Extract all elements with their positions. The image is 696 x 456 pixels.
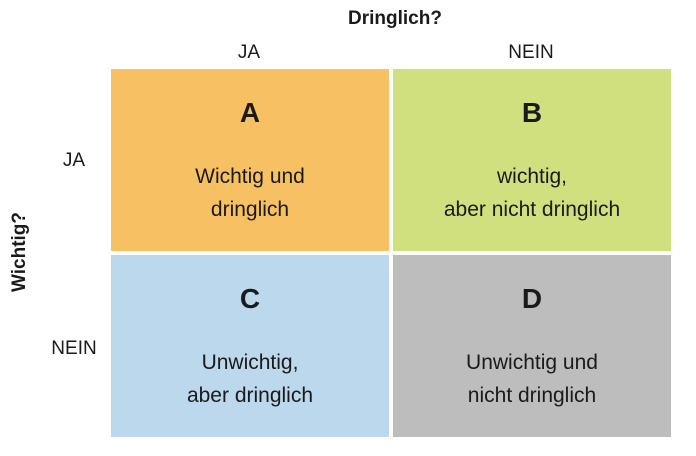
quadrant-text-line: nicht dringlich [467,384,597,407]
quadrant-d: D Unwichtig und nicht dringlich [393,255,671,437]
quadrant-text-line: dringlich [210,198,290,221]
quadrant-text-line: aber dringlich [186,384,314,407]
row-label-nein: NEIN [51,338,97,359]
quadrant-text-line: wichtig, [496,165,568,188]
quadrant-b: B wichtig, aber nicht dringlich [393,69,671,251]
quadrant-text-line: Unwichtig, [201,351,299,374]
quadrant-description: Unwichtig, aber dringlich [111,346,389,412]
quadrant-letter: D [521,283,543,314]
row-label-ja: JA [62,150,86,171]
quadrant-description: Wichtig und dringlich [111,160,389,226]
quadrant-letter: C [239,283,261,314]
quadrant-text-line: Unwichtig und [466,351,598,374]
quadrant-description: Unwichtig und nicht dringlich [393,346,671,412]
quadrant-text-line: Wichtig und [195,165,305,188]
quadrant-a: A Wichtig und dringlich [111,69,389,251]
quadrant-letter: A [239,97,261,128]
quadrant-description: wichtig, aber nicht dringlich [393,160,671,226]
y-axis-title: Wichtig? [9,211,30,293]
column-label-ja: JA [237,42,261,63]
quadrant-c: C Unwichtig, aber dringlich [111,255,389,437]
quadrant-text-line: aber nicht dringlich [443,198,621,221]
x-axis-title: Dringlich? [348,8,442,29]
quadrant-letter: B [521,97,543,128]
column-label-nein: NEIN [508,42,554,63]
